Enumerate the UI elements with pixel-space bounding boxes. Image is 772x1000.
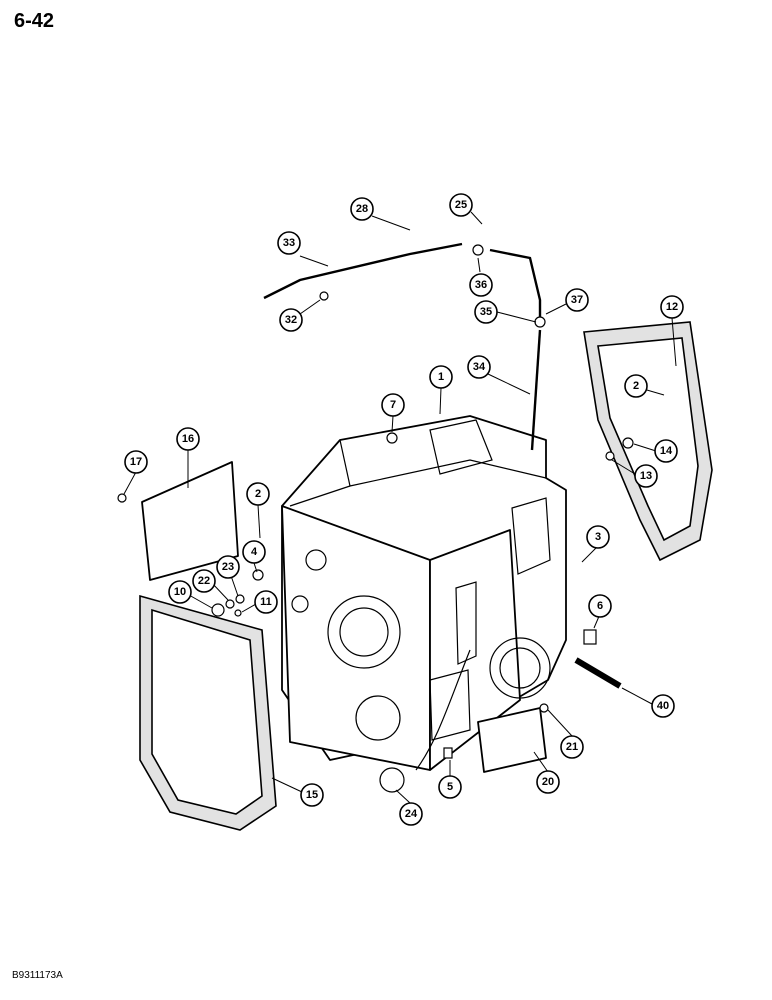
gasket-15: [139, 594, 277, 831]
callout-label: 37: [571, 294, 583, 306]
callout-33: 33: [277, 231, 301, 255]
callout-35: 35: [474, 300, 498, 324]
washer-13: [605, 451, 615, 461]
callout-label: 5: [447, 781, 453, 793]
callout-2-right: 2: [624, 374, 648, 398]
callout-label: 28: [356, 203, 368, 215]
callout-label: 3: [595, 531, 601, 543]
callout-36: 36: [469, 273, 493, 297]
washer-22: [225, 599, 235, 609]
callout-label: 35: [480, 306, 492, 318]
callout-label: 17: [130, 456, 142, 468]
callout-label: 25: [455, 199, 467, 211]
callout-label: 11: [260, 596, 272, 608]
fitting-24: [379, 767, 405, 793]
callout-7: 7: [381, 393, 405, 417]
bolt-17: [117, 493, 127, 503]
callout-32: 32: [279, 308, 303, 332]
callout-label: 10: [174, 586, 186, 598]
callout-label: 33: [283, 237, 295, 249]
gasket-12: [583, 321, 713, 562]
tube-37: [489, 248, 542, 320]
bolt-14: [622, 437, 634, 449]
callout-label: 6: [597, 600, 603, 612]
tube-34: [530, 329, 542, 451]
callout-23: 23: [216, 555, 240, 579]
callout-label: 40: [657, 700, 669, 712]
callout-40: 40: [651, 694, 675, 718]
callout-label: 36: [475, 279, 487, 291]
fitting-36: [472, 244, 484, 256]
shaft-40: [574, 657, 622, 689]
callout-label: 4: [251, 546, 258, 558]
callout-label: 32: [285, 314, 297, 326]
callout-11: 11: [254, 590, 278, 614]
callout-22: 22: [192, 569, 216, 593]
callout-label: 34: [473, 361, 486, 373]
callout-label: 13: [640, 470, 652, 482]
leader-lines: [123, 211, 677, 804]
callout-label: 15: [306, 789, 318, 801]
callout-15: 15: [300, 783, 324, 807]
callout-21: 21: [560, 735, 584, 759]
figure-code: B9311173A: [12, 970, 63, 981]
plug-6: [583, 629, 597, 645]
tube-28: [263, 242, 463, 300]
callout-6: 6: [588, 594, 612, 618]
cover-plate-20: [477, 707, 547, 773]
callout-label: 22: [198, 575, 210, 587]
callout-label: 1: [438, 371, 444, 383]
callout-label: 7: [390, 399, 396, 411]
callout-1: 1: [429, 365, 453, 389]
callout-34: 34: [467, 355, 491, 379]
fitting-21: [539, 703, 549, 713]
callout-label: 14: [660, 445, 673, 457]
callout-10: 10: [168, 580, 192, 604]
callout-label: 2: [633, 380, 639, 392]
callout-4: 4: [242, 540, 266, 564]
plug-7: [386, 432, 398, 444]
callout-17: 17: [124, 450, 148, 474]
washer-11: [234, 609, 242, 617]
callout-label: 16: [182, 433, 194, 445]
washer-4: [252, 569, 264, 581]
callout-20: 20: [536, 770, 560, 794]
callout-28: 28: [350, 197, 374, 221]
callout-label: 21: [566, 741, 578, 753]
fitting-23: [235, 594, 245, 604]
callout-5: 5: [438, 775, 462, 799]
callout-label: 2: [255, 488, 261, 500]
callout-12: 12: [660, 295, 684, 319]
callout-2-left: 2: [246, 482, 270, 506]
callout-label: 20: [542, 776, 554, 788]
cover-plate-16: [141, 461, 239, 581]
page-number: 6-42: [14, 10, 55, 32]
plug-5: [443, 747, 453, 759]
fitting-35: [534, 316, 546, 328]
callout-24: 24: [399, 802, 423, 826]
fitting-10: [211, 603, 225, 617]
callout-16: 16: [176, 427, 200, 451]
clip-32: [319, 291, 329, 301]
callout-37: 37: [565, 288, 589, 312]
callout-25: 25: [449, 193, 473, 217]
callout-label: 12: [666, 301, 678, 313]
callout-label: 23: [222, 561, 234, 573]
callout-label: 24: [405, 808, 418, 820]
callout-13: 13: [634, 464, 658, 488]
callout-3: 3: [586, 525, 610, 549]
transmission-housing: [281, 415, 567, 771]
callout-14: 14: [654, 439, 678, 463]
